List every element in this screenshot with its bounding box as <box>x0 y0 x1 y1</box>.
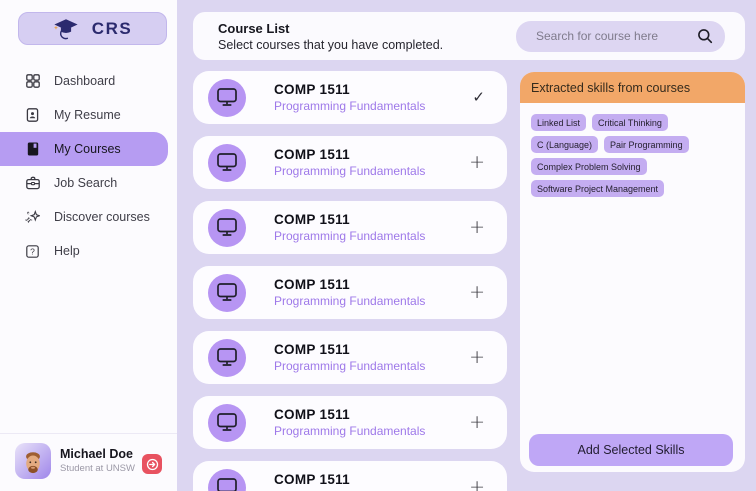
dashboard-grid-icon <box>25 74 40 89</box>
course-text: COMP 1511 Programming Fundamentals <box>274 277 469 308</box>
course-icon-circle <box>208 338 246 377</box>
course-title: Programming Fundamentals <box>274 424 426 438</box>
sidebar-item-label: My Courses <box>54 142 121 156</box>
course-card[interactable]: COMP 1511 Programming Fundamentals + <box>193 331 507 384</box>
course-card[interactable]: COMP 1511 Programming Fundamentals + <box>193 136 507 189</box>
course-card[interactable]: COMP 1511 Programming Fundamentals + <box>193 201 507 254</box>
sidebar-item-label: Job Search <box>54 176 118 190</box>
sidebar-item-label: Help <box>54 244 80 258</box>
course-card[interactable]: COMP 1511 Programming Fundamentals + <box>193 461 507 491</box>
avatar <box>15 443 51 479</box>
course-title: Programming Fundamentals <box>274 359 426 373</box>
course-icon-circle <box>208 403 246 442</box>
course-list: COMP 1511 Programming Fundamentals ✓ COM… <box>193 71 507 491</box>
book-icon <box>25 142 40 157</box>
logout-button[interactable] <box>142 454 162 474</box>
resume-document-icon <box>25 108 40 123</box>
course-title: Programming Fundamentals <box>274 164 426 178</box>
monitor-icon <box>217 283 237 301</box>
sparkles-icon <box>25 210 40 225</box>
user-profile-section: Michael Doe Student at UNSW <box>0 433 177 491</box>
logout-icon <box>146 458 159 471</box>
monitor-icon <box>217 88 237 106</box>
add-course-button[interactable]: + <box>469 281 485 303</box>
skill-tag[interactable]: Complex Problem Solving <box>531 158 647 175</box>
sidebar-item-label: My Resume <box>54 108 121 122</box>
course-icon-circle <box>208 273 246 312</box>
course-card[interactable]: COMP 1511 Programming Fundamentals ✓ <box>193 71 507 124</box>
sidebar-item-label: Dashboard <box>54 74 116 88</box>
sidebar-item-job-search[interactable]: Job Search <box>0 166 168 200</box>
skill-tag[interactable]: Software Project Management <box>531 180 665 197</box>
course-code: COMP 1511 <box>274 277 350 292</box>
profile-subtitle: Student at UNSW <box>60 463 135 474</box>
course-card[interactable]: COMP 1511 Programming Fundamentals + <box>193 396 507 449</box>
page-subtitle: Select courses that you have completed. <box>218 37 444 52</box>
app-logo[interactable]: CRS <box>18 12 167 45</box>
extracted-skills-panel: Extracted skills from courses Linked Lis… <box>520 72 745 472</box>
graduation-cap-icon <box>53 17 79 41</box>
course-icon-circle <box>208 208 246 247</box>
search-icon[interactable] <box>697 28 713 44</box>
course-text: COMP 1511 Programming Fundamentals <box>274 342 469 373</box>
add-selected-skills-button[interactable]: Add Selected Skills <box>529 434 733 466</box>
course-code: COMP 1511 <box>274 342 350 357</box>
course-search-box[interactable] <box>516 20 725 52</box>
course-list-header: Course List Select courses that you have… <box>193 12 745 60</box>
course-text: COMP 1511 Programming Fundamentals <box>274 407 469 438</box>
course-code: COMP 1511 <box>274 407 350 422</box>
course-code: COMP 1511 <box>274 82 350 97</box>
profile-name: Michael Doe <box>60 447 133 461</box>
course-text: COMP 1511 Programming Fundamentals <box>274 212 469 243</box>
sidebar-nav: Dashboard My Resume My Courses <box>0 64 168 268</box>
course-code: COMP 1511 <box>274 212 350 227</box>
skills-panel-header: Extracted skills from courses <box>520 72 745 103</box>
sidebar-item-my-resume[interactable]: My Resume <box>0 98 168 132</box>
svg-text:?: ? <box>30 246 35 256</box>
course-code: COMP 1511 <box>274 472 350 487</box>
skill-tag[interactable]: C (Language) <box>531 136 599 153</box>
monitor-icon <box>217 153 237 171</box>
add-course-button[interactable]: + <box>469 346 485 368</box>
monitor-icon <box>217 348 237 366</box>
sidebar-item-dashboard[interactable]: Dashboard <box>0 64 168 98</box>
add-course-button[interactable]: + <box>469 151 485 173</box>
main-content: Course List Select courses that you have… <box>177 0 756 491</box>
skill-tag[interactable]: Pair Programming <box>604 136 689 153</box>
sidebar-item-my-courses[interactable]: My Courses <box>0 132 168 166</box>
course-icon-circle <box>208 78 246 117</box>
monitor-icon <box>217 218 237 236</box>
course-selected-check[interactable]: ✓ <box>472 88 485 106</box>
course-title: Programming Fundamentals <box>274 489 469 491</box>
help-question-icon: ? <box>25 244 40 259</box>
search-input[interactable] <box>536 29 697 43</box>
skill-tag[interactable]: Critical Thinking <box>592 114 668 131</box>
course-text: COMP 1511 Programming Fundamentals <box>274 147 469 178</box>
add-course-button[interactable]: + <box>469 411 485 433</box>
add-course-button[interactable]: + <box>469 216 485 238</box>
sidebar-item-label: Discover courses <box>54 210 150 224</box>
course-icon-circle <box>208 468 246 491</box>
page-title: Course List <box>218 20 290 36</box>
course-title: Programming Fundamentals <box>274 99 426 113</box>
skill-tag[interactable]: Linked List <box>531 114 587 131</box>
course-title: Programming Fundamentals <box>274 229 426 243</box>
course-text: COMP 1511 Programming Fundamentals <box>274 82 472 113</box>
monitor-icon <box>217 413 237 431</box>
header-text-block: Course List Select courses that you have… <box>218 21 443 52</box>
course-text: COMP 1511 Programming Fundamentals <box>274 472 469 491</box>
add-course-button[interactable]: + <box>469 478 485 491</box>
sidebar-item-help[interactable]: ? Help <box>0 234 168 268</box>
course-title: Programming Fundamentals <box>274 294 426 308</box>
briefcase-icon <box>25 176 40 191</box>
logo-text: CRS <box>91 18 133 38</box>
course-card[interactable]: COMP 1511 Programming Fundamentals + <box>193 266 507 319</box>
sidebar-item-discover-courses[interactable]: Discover courses <box>0 200 168 234</box>
skill-tags: Linked List Critical Thinking C (Languag… <box>520 103 745 208</box>
course-icon-circle <box>208 143 246 182</box>
monitor-icon <box>217 478 237 491</box>
course-code: COMP 1511 <box>274 147 350 162</box>
sidebar: CRS Dashboard My Resume <box>0 0 177 491</box>
